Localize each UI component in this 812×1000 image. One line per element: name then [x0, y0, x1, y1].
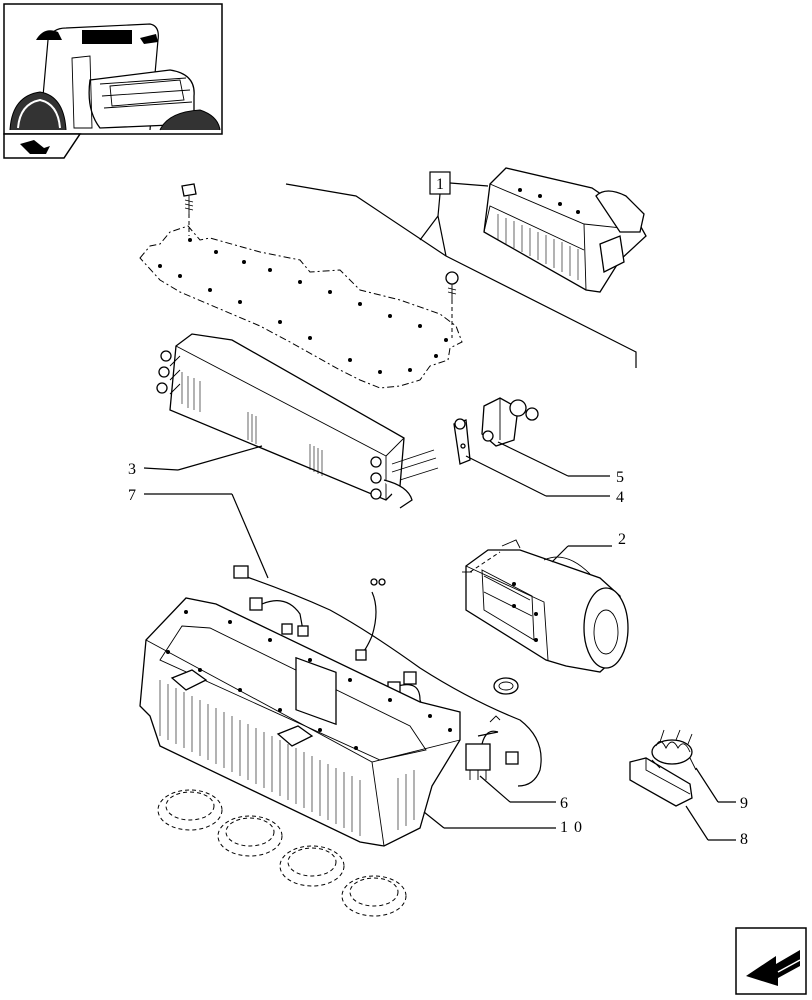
assembly-ref-label: 1 [436, 176, 445, 193]
seal-ring [341, 875, 407, 917]
assembly-reference: 1 [419, 171, 489, 257]
expansion-valve [481, 397, 539, 447]
cover-plate [139, 225, 463, 389]
blower-resistor [629, 729, 697, 807]
callout-8: 8 [685, 805, 749, 848]
seal-ring [157, 789, 223, 831]
valve-connector [453, 418, 471, 465]
evaporator-core [156, 333, 439, 509]
callout-4: 4 [465, 455, 625, 506]
cab-view-icon[interactable] [3, 133, 82, 159]
callout-5: 5 [497, 441, 625, 486]
callout-6-label: 6 [560, 795, 569, 812]
callout-3: 3 [128, 445, 263, 478]
callout-10-label: 1 0 [560, 819, 583, 836]
cover-screw-left [181, 183, 197, 236]
callout-7: 7 [128, 487, 269, 579]
callout-4-label: 4 [616, 489, 625, 506]
callout-2-label: 2 [618, 531, 627, 548]
callout-2: 2 [551, 531, 627, 563]
seal-ring [217, 815, 283, 857]
tractor-cab-thumbnail-icon[interactable] [3, 3, 223, 135]
seal-ring [279, 845, 345, 887]
hose-clamp [493, 677, 519, 695]
next-page-arrow-icon[interactable] [735, 927, 807, 995]
callout-6: 6 [479, 775, 569, 812]
callout-10: 1 0 [423, 811, 583, 836]
cover-leader-line [285, 183, 637, 368]
callout-8-label: 8 [740, 831, 749, 848]
heater-housing [139, 597, 461, 847]
callout-9-label: 9 [740, 795, 749, 812]
wiring-harness [233, 565, 542, 787]
callout-5-label: 5 [616, 469, 625, 486]
blower-unit [462, 539, 629, 673]
heater-assembly-thumbnail [483, 167, 647, 293]
callout-3-label: 3 [128, 461, 137, 478]
callout-7-label: 7 [128, 487, 137, 504]
callout-9: 9 [695, 767, 749, 812]
cover-screw-right [445, 271, 459, 338]
relay-sensor [465, 715, 501, 780]
seal-rings [157, 789, 407, 917]
